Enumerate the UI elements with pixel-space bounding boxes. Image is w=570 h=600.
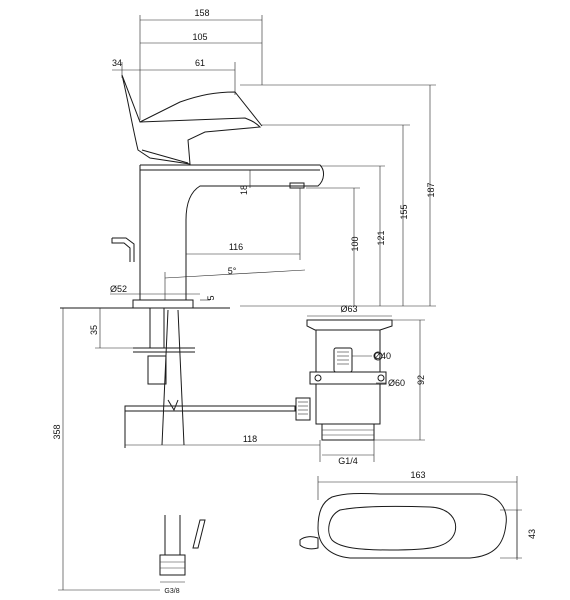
dim-spout-top-height: 121 — [376, 230, 386, 245]
dim-shank-length: 35 — [89, 325, 99, 335]
dim-waste-flange-diameter: Ø63 — [340, 304, 357, 314]
hose-end-second — [192, 519, 206, 549]
dim-hose-thread: G3/8 — [164, 588, 179, 595]
hose-twist — [167, 399, 179, 412]
top-view — [299, 492, 507, 559]
dim-total-length: 158 — [194, 8, 209, 18]
dim-overall-height: 187 — [426, 182, 436, 197]
flexible-hose — [161, 309, 185, 446]
rod-bar — [124, 405, 296, 412]
faucet-body — [139, 164, 324, 300]
waste-valve — [295, 319, 393, 441]
waste-body-upper — [315, 330, 381, 373]
waste-flange — [306, 319, 393, 331]
hose-end-nut — [159, 554, 186, 576]
top-view-popup — [299, 536, 319, 550]
dim-aerator-offset: 18 — [239, 185, 249, 195]
faucet-side-view — [60, 74, 324, 309]
dimension-labels: 158 105 61 34 187 155 121 100 18 116 5° … — [52, 8, 537, 595]
dim-waste-plug-diameter: Ø40 — [374, 351, 391, 361]
dim-waste-thread: G1/4 — [338, 456, 358, 466]
waste-body-lower — [315, 384, 381, 425]
popup-handle — [111, 237, 135, 262]
top-view-lever — [328, 505, 457, 551]
overflow-hole — [373, 351, 383, 361]
hose-end-detail — [159, 515, 206, 576]
lever-inner-edge — [141, 149, 189, 164]
dim-top-view-length: 163 — [410, 470, 425, 480]
dim-base-height: 5 — [206, 295, 216, 300]
dim-waste-height: 92 — [416, 375, 426, 385]
dim-lever-offset: 61 — [195, 58, 205, 68]
dim-spout-reach: 105 — [192, 32, 207, 42]
shank-assembly — [133, 307, 195, 446]
dimension-lines — [58, 15, 522, 591]
fixing-nut — [147, 355, 167, 385]
popup-rod — [124, 405, 296, 448]
waste-thread-section — [321, 423, 375, 441]
hose-end-tube — [164, 515, 181, 555]
rod-connector — [295, 397, 311, 421]
dim-top-view-width: 43 — [527, 529, 537, 539]
dim-base-diameter: Ø52 — [110, 284, 127, 294]
dim-rod-length: 118 — [243, 434, 257, 444]
aerator — [289, 182, 305, 189]
dim-spout-angle: 5° — [228, 266, 237, 276]
dim-lever-height: 155 — [399, 204, 409, 219]
shank — [149, 307, 165, 349]
dim-lever-setback: 34 — [112, 58, 122, 68]
dim-hose-length: 358 — [52, 424, 62, 439]
dim-spout-outlet-height: 100 — [350, 236, 360, 251]
top-view-outline — [317, 492, 507, 559]
faucet-lever — [121, 74, 262, 165]
faucet-base — [132, 299, 194, 309]
dim-waste-body-diameter: Ø60 — [388, 378, 405, 388]
dim-body-to-outlet: 116 — [229, 242, 243, 252]
waste-nut — [309, 371, 387, 385]
